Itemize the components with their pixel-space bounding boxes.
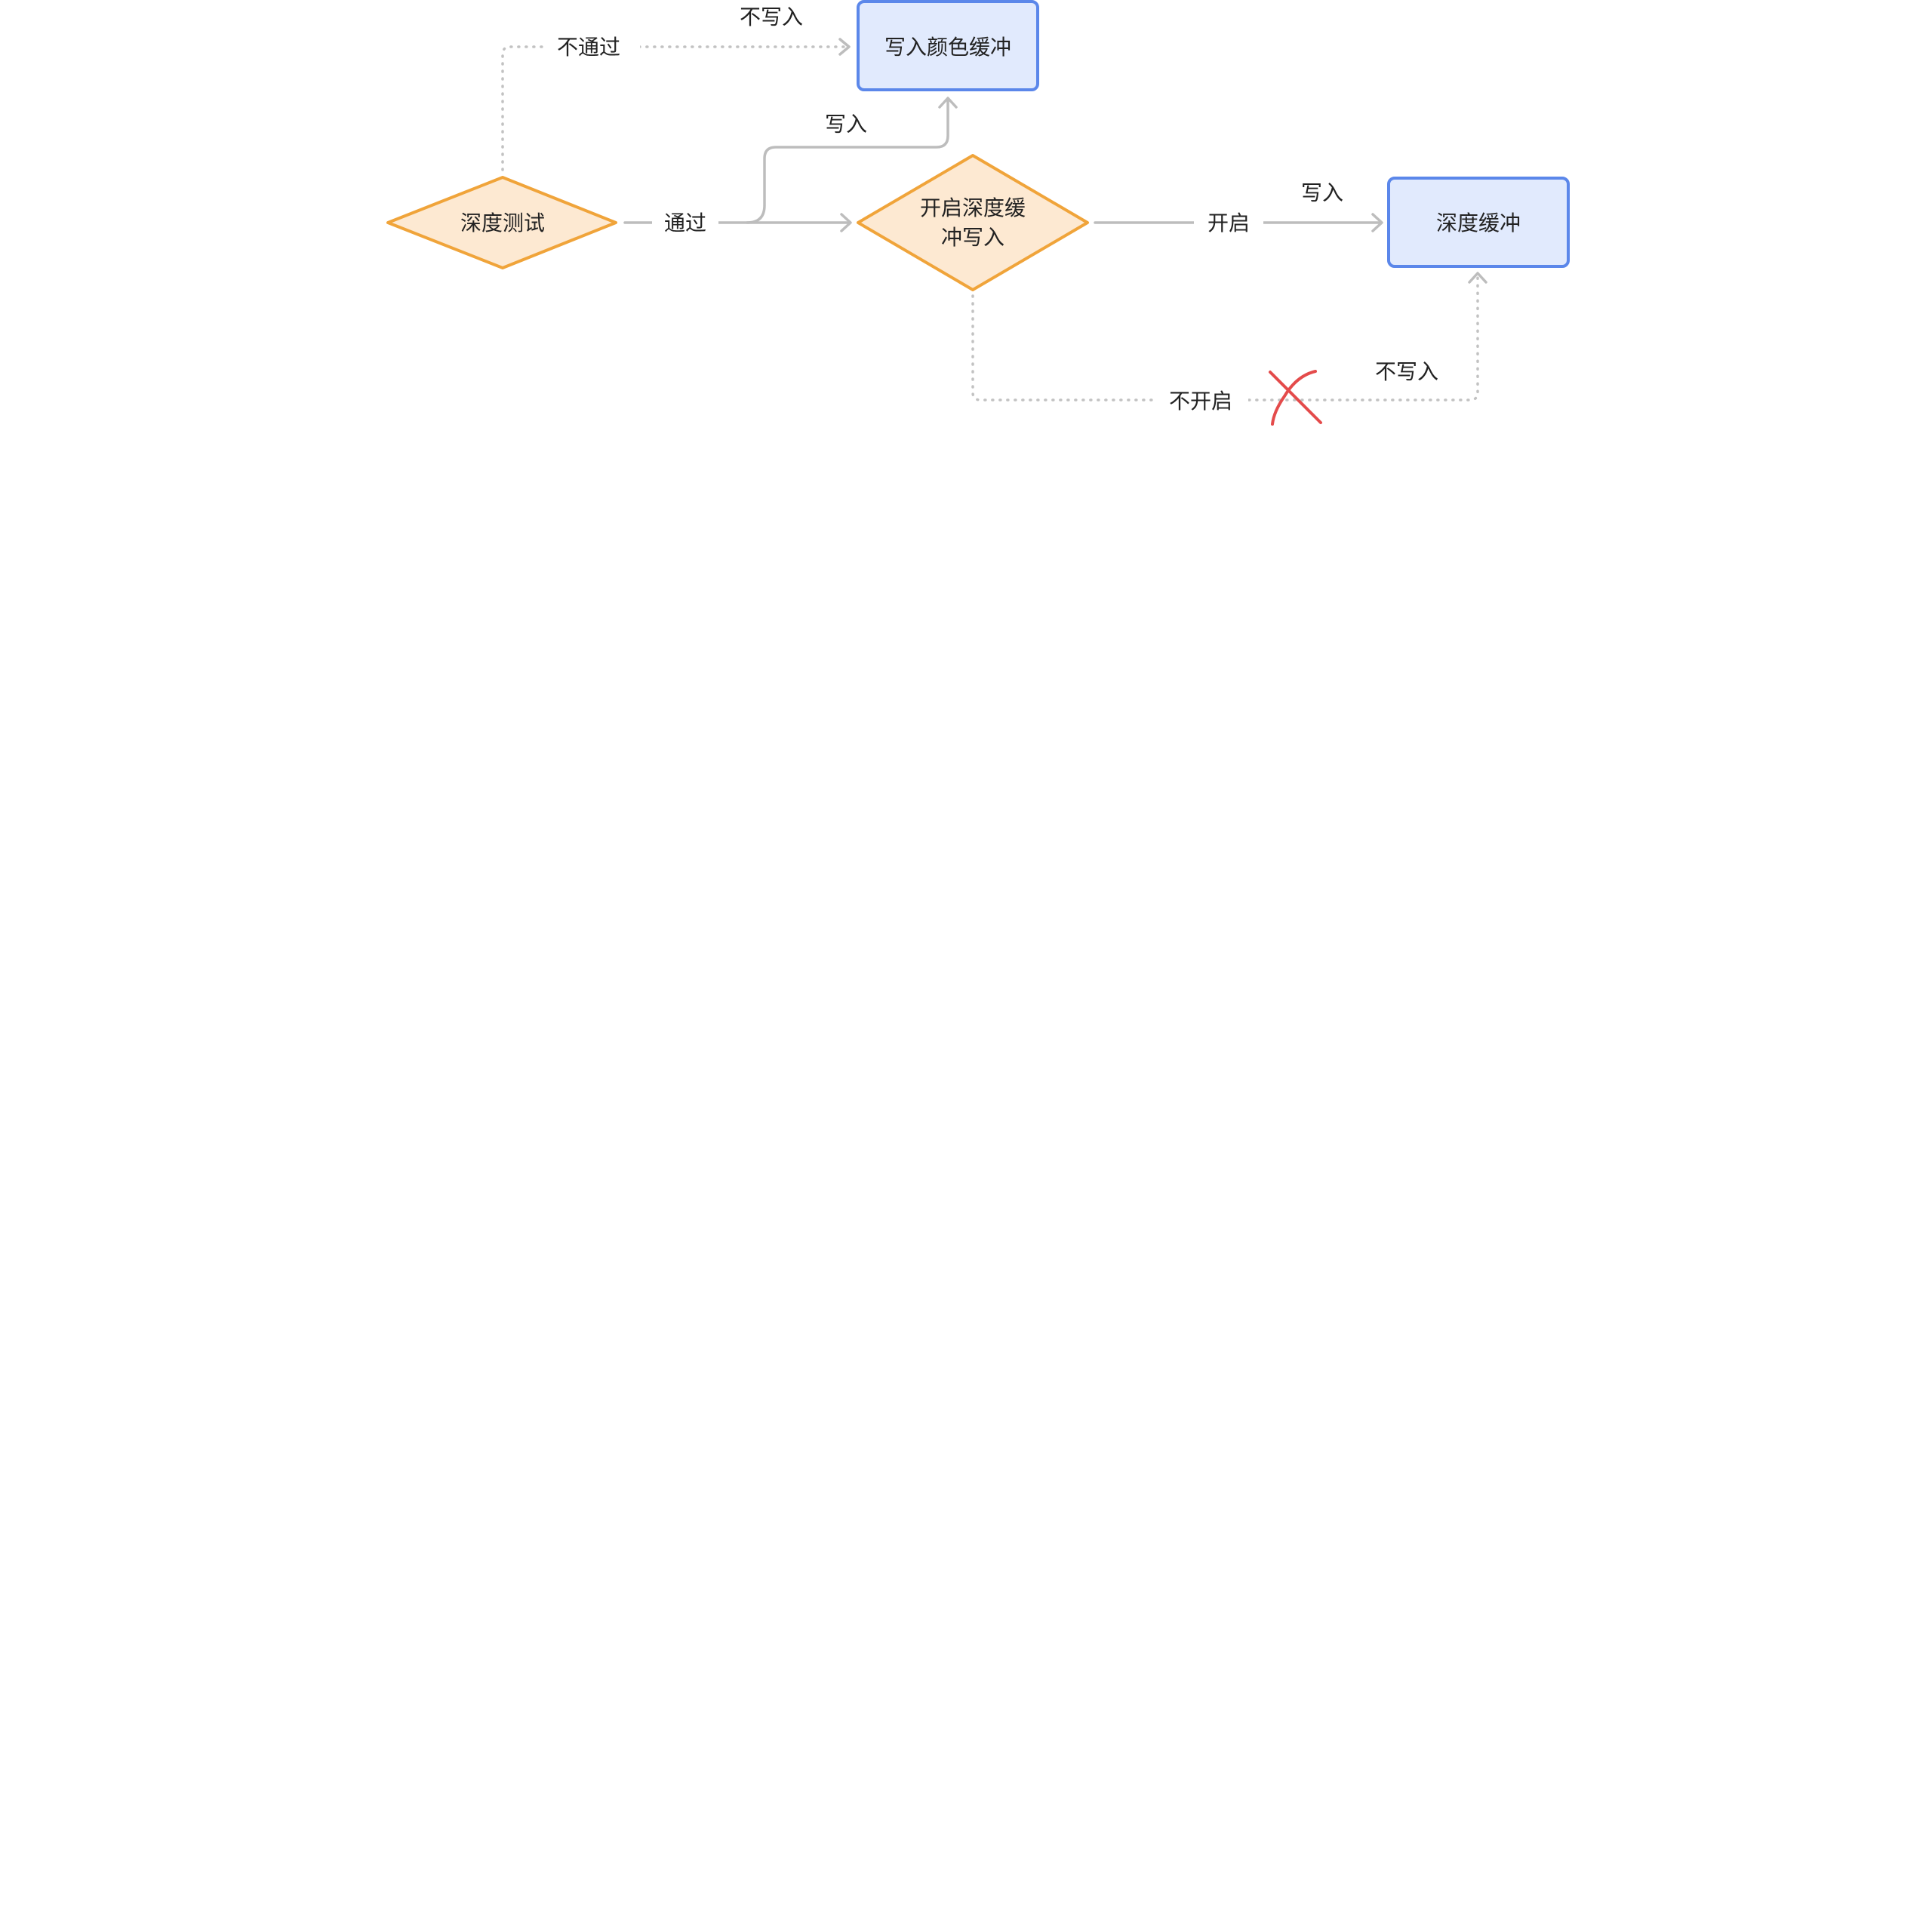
node-depth-buffer-shape (1387, 177, 1570, 268)
edge-enabled-write-label: 写入 (1301, 180, 1343, 205)
edge-disabled-no-write-label: 不写入 (1375, 359, 1438, 384)
edge-disabled-label: 不开启 (1169, 389, 1232, 414)
node-depth-write-enable-label-line2: 冲写入 (941, 225, 1004, 250)
edge-fail-label-bg (543, 30, 640, 63)
node-color-buffer-label: 写入颜色缓冲 (884, 35, 1011, 60)
edge-fail-no-write-label: 不写入 (740, 5, 803, 29)
edge-fail-arrowhead (838, 38, 851, 56)
edge-pass-label-bg (652, 205, 718, 240)
node-depth-write-enable: 开启深度缓 冲写入 (857, 154, 1089, 291)
node-depth-test-label: 深度测试 (460, 211, 545, 235)
edge-disabled-arrowhead (1468, 272, 1487, 284)
edge-pass-write-path (746, 99, 949, 224)
edge-fail-path (501, 45, 848, 171)
cross-icon (1269, 370, 1322, 426)
edge-pass-arrowhead (840, 213, 852, 232)
node-depth-buffer-label: 深度缓冲 (1436, 211, 1521, 235)
node-depth-write-enable-shape (857, 154, 1089, 291)
edge-enabled-arrowhead (1371, 213, 1383, 232)
edge-fail-label: 不通过 (557, 35, 620, 60)
edge-enabled-label-bg (1194, 205, 1263, 240)
edge-pass-label: 通过 (664, 211, 706, 235)
node-depth-write-enable-label-line1: 开启深度缓 (920, 195, 1026, 220)
node-color-buffer-shape (857, 0, 1039, 91)
node-depth-test: 深度测试 (386, 176, 617, 269)
edge-pass-write-label: 写入 (825, 112, 867, 137)
node-color-buffer: 写入颜色缓冲 (857, 0, 1039, 91)
edge-enabled-label: 开启 (1208, 211, 1250, 235)
edge-pass-write-arrowhead (938, 97, 958, 109)
node-depth-buffer: 深度缓冲 (1387, 177, 1570, 268)
edge-disabled-label-bg (1153, 383, 1248, 417)
node-depth-test-shape (386, 176, 617, 269)
